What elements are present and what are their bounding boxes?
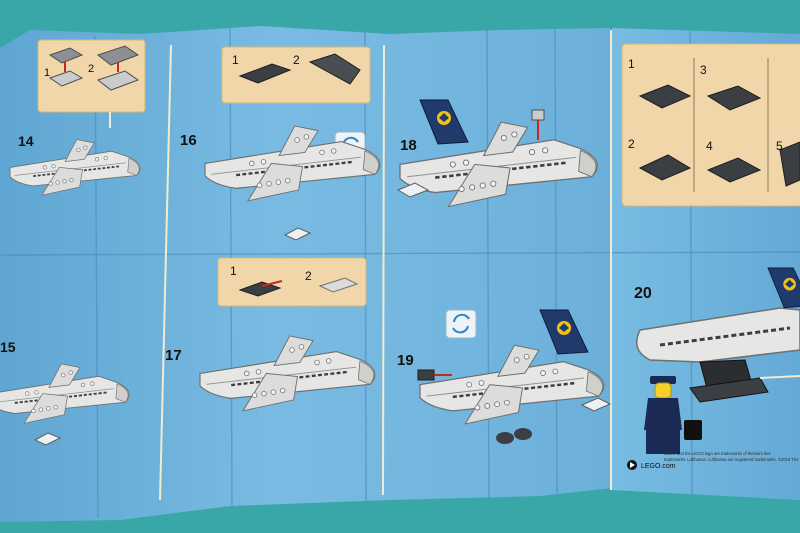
right-callout-label-3: 3 — [700, 63, 707, 77]
footer: LEGO.com LEGO and the LEGO logo are trad… — [627, 451, 799, 470]
step-number-20: 20 — [634, 285, 652, 302]
step-number-17: 17 — [165, 347, 182, 364]
step-number-18: 18 — [400, 137, 417, 154]
callout-top-left-label-1: 1 — [44, 67, 50, 79]
stand-tile — [283, 227, 312, 241]
callout-top-left-label-2: 2 — [88, 63, 94, 75]
airplane-step-15 — [0, 362, 130, 446]
airplane-step-18 — [396, 99, 599, 208]
right-callout-label-1: 1 — [628, 57, 635, 71]
callout-top-left: 1 2 — [37, 39, 146, 113]
callout-16-label-1: 1 — [232, 53, 239, 67]
rotate-icon-step-19 — [445, 309, 477, 339]
airplane-step-19 — [417, 309, 612, 444]
right-callout-label-4: 4 — [706, 139, 713, 153]
callout-16-label-2: 2 — [293, 53, 300, 67]
callout-right-panel: 1 3 2 4 5 — [621, 43, 800, 207]
footer-legal-line-2: trademarks. Lufthansa. Lufthansa are reg… — [664, 457, 799, 462]
callout-17-label-1: 1 — [230, 264, 237, 278]
step-number-15: 15 — [0, 339, 16, 355]
right-callout-label-5: 5 — [776, 139, 783, 153]
callout-step-16: 1 2 — [221, 46, 371, 104]
step-number-16: 16 — [180, 132, 197, 149]
airplane-step-20 — [635, 267, 800, 403]
step-numbers: 14 15 16 17 18 19 20 — [0, 132, 652, 369]
pilot-minifigure — [644, 376, 702, 454]
pilot-suitcase — [684, 420, 702, 440]
step-number-14: 14 — [18, 133, 34, 149]
step-number-19: 19 — [397, 352, 414, 369]
play-arrow-icon — [630, 462, 635, 468]
right-callout-label-2: 2 — [628, 137, 635, 151]
step-dividers — [159, 30, 612, 501]
callout-17-label-2: 2 — [305, 269, 312, 283]
airplane-step-16 — [203, 124, 382, 241]
callout-step-17: 1 2 — [217, 257, 367, 307]
footer-website: LEGO.com — [641, 463, 676, 470]
footer-legal-line-1: LEGO and the LEGO logo are trademarks of… — [664, 451, 771, 456]
